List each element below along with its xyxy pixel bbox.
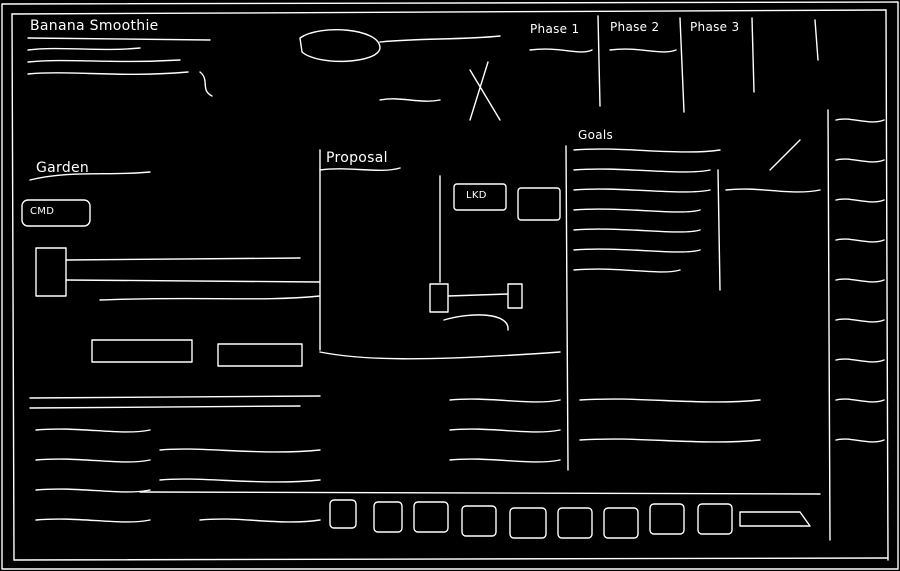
top-left-notes [27,37,213,97]
left-diagram [21,171,321,409]
bottom-left-notes [35,398,761,523]
right-heading: Goals [578,128,614,142]
top-center-sketch [299,29,501,121]
center-heading: Proposal [326,150,388,166]
left-box-label: CMD [30,206,55,217]
phase-1-label: Phase 1 [530,22,580,36]
phase-3-label: Phase 3 [690,20,740,34]
phase-columns [529,15,819,113]
bottom-box-row [139,491,821,539]
left-heading: Garden [36,160,90,176]
far-right-column [827,109,885,541]
center-proposal [319,149,561,360]
right-goals-list [565,139,821,471]
top-left-heading: Banana Smoothie [30,18,159,34]
center-box-label: LKD [466,190,487,201]
phase-2-label: Phase 2 [610,20,660,34]
